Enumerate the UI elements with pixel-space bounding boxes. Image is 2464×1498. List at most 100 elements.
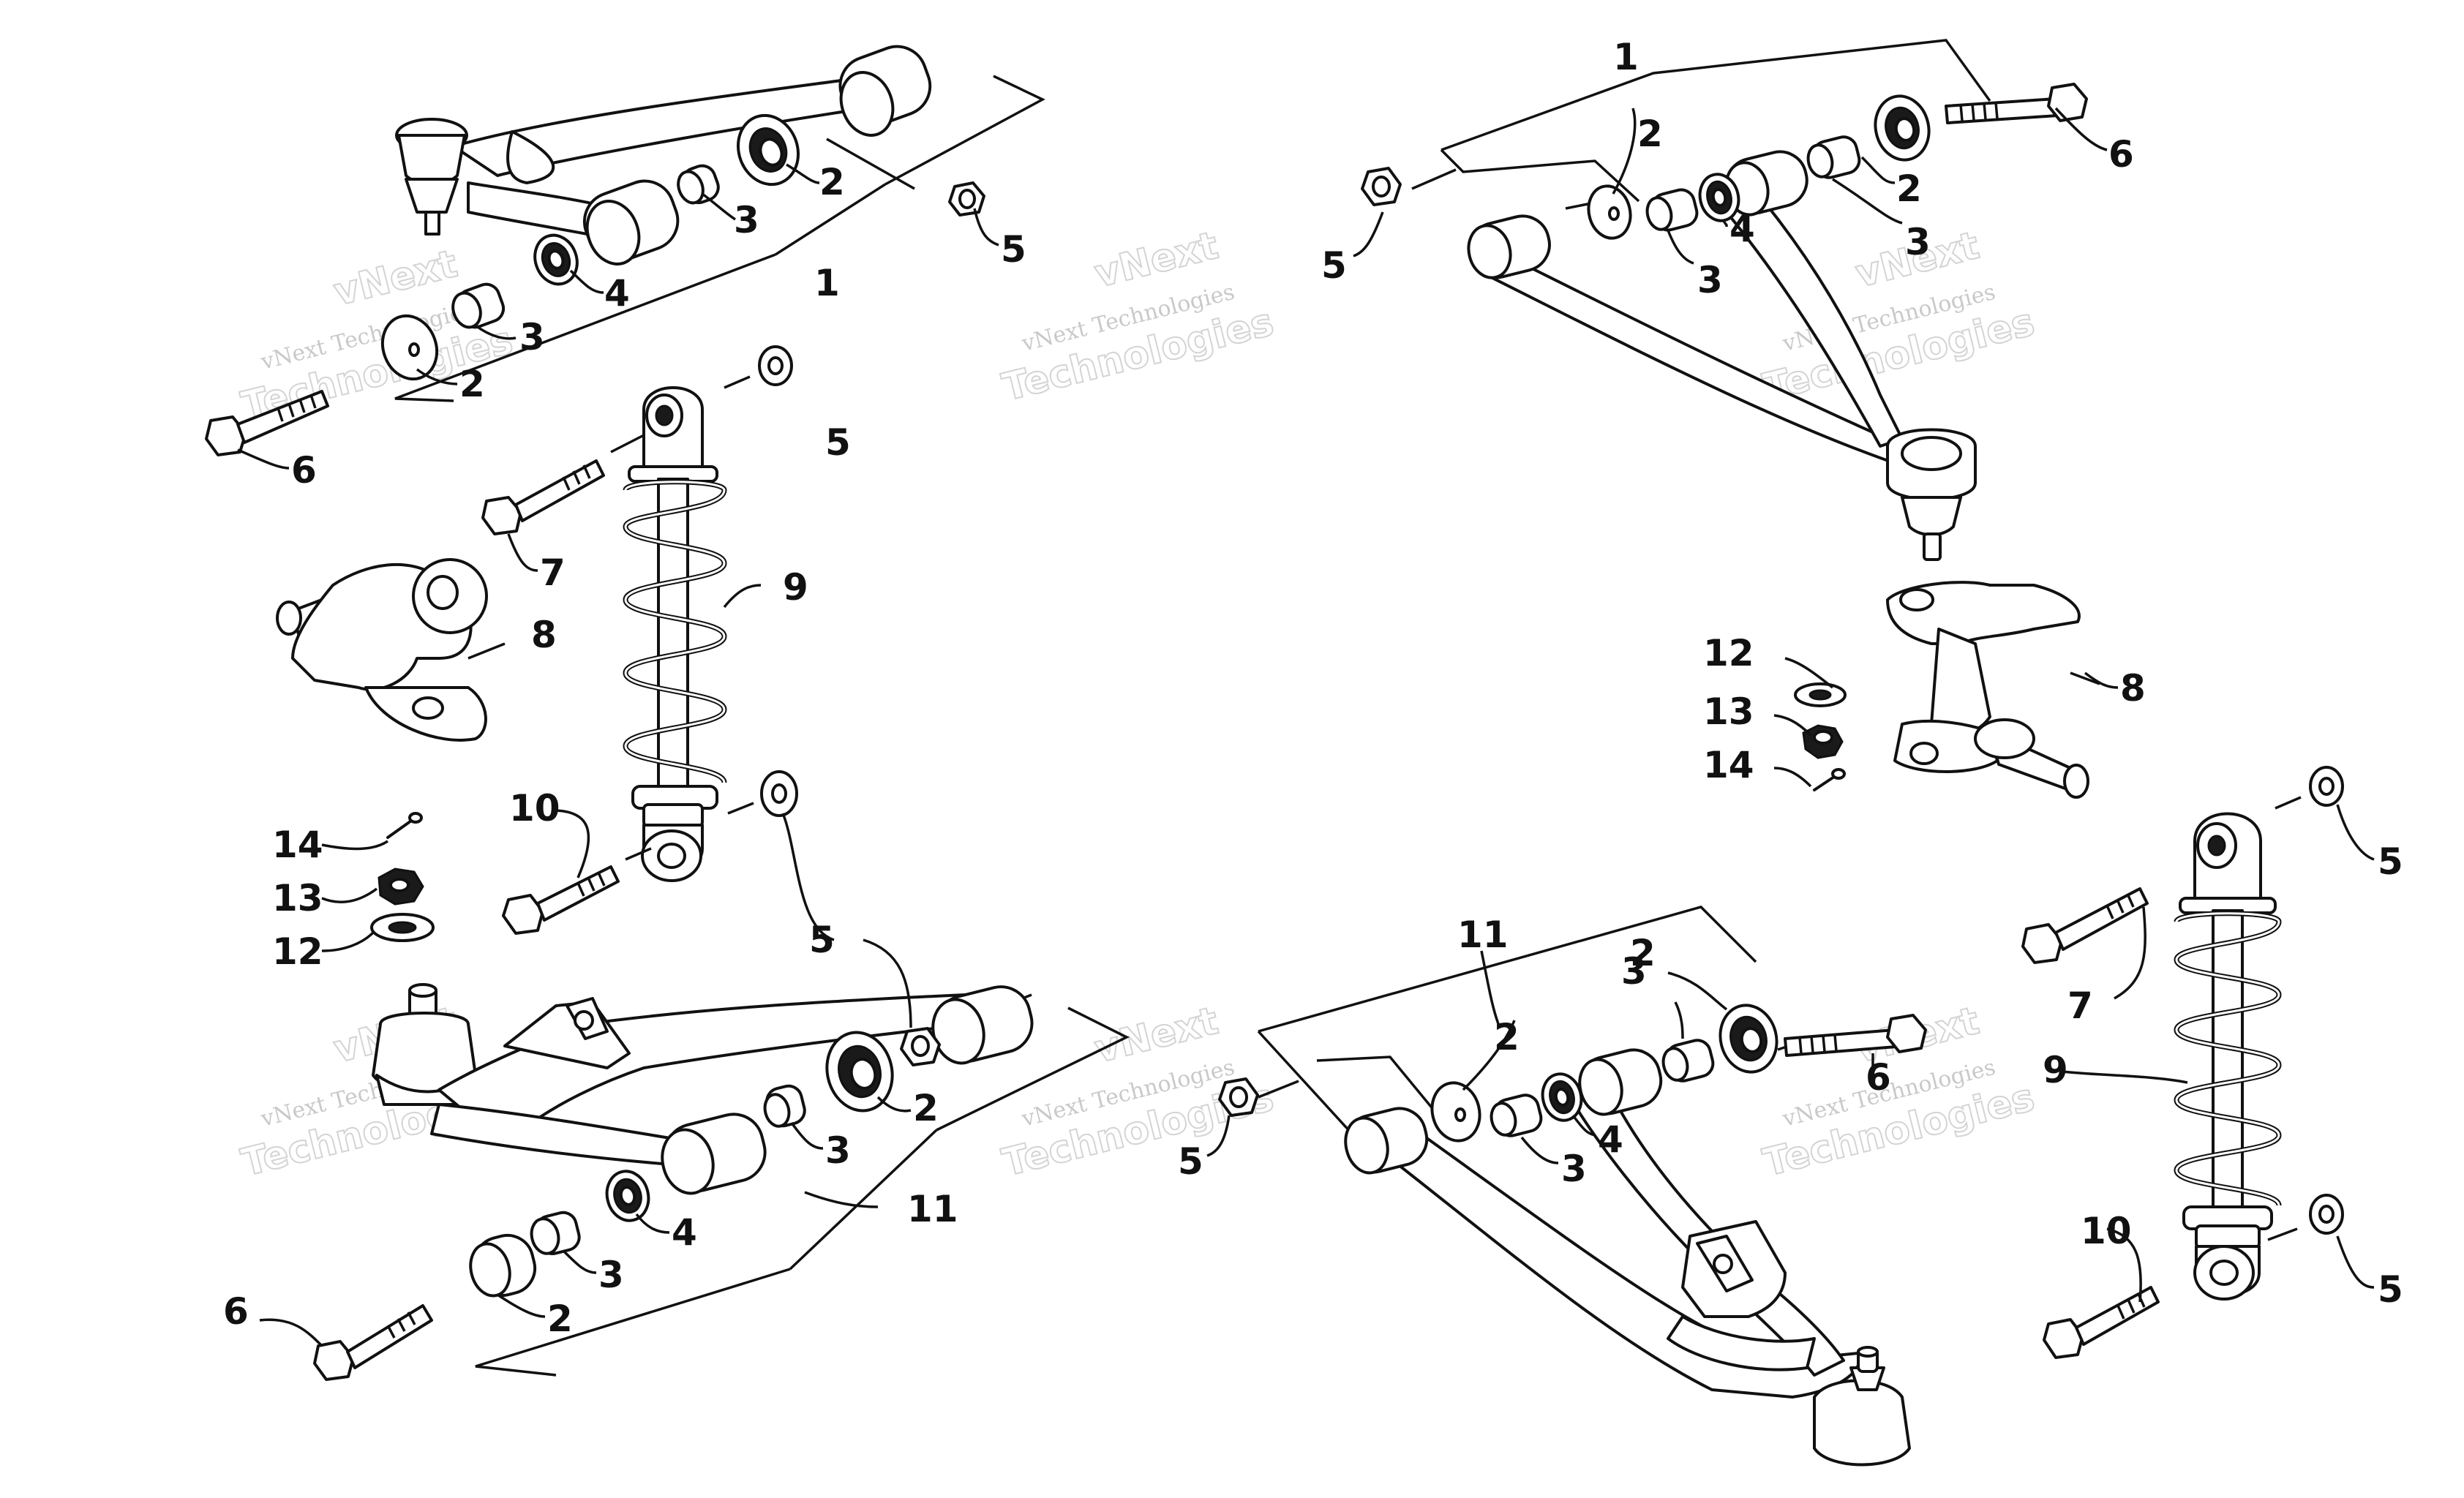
bolt-7-right	[2021, 887, 2149, 964]
callout-lower-left-2b: 2	[547, 1298, 573, 1340]
callout-upper-right-3a: 3	[1905, 221, 1931, 263]
callout-lower-right-2b: 2	[1630, 932, 1656, 974]
bolt-10	[502, 847, 652, 935]
upper-a-arm	[395, 45, 932, 266]
callout-shock-right-7: 7	[2067, 985, 2093, 1027]
callout-hardware-right-14: 14	[1703, 744, 1754, 786]
right-shock-absorber	[2021, 766, 2344, 1359]
bolt-7	[481, 434, 645, 535]
bracket-line	[1565, 202, 1592, 210]
bracket-line	[826, 138, 915, 190]
bracket-line	[1441, 39, 1991, 151]
callout-shock-left-5a: 5	[825, 421, 851, 464]
callout-lower-left-2a: 2	[913, 1087, 939, 1129]
bracket-line	[1411, 168, 1457, 190]
callout-lower-right-6: 6	[1866, 1056, 1891, 1099]
bracket-line	[775, 183, 886, 256]
bracket-line	[1258, 1080, 1299, 1099]
bracket-line	[789, 1129, 938, 1271]
castle-nut-13-right	[1802, 724, 1844, 759]
callout-shock-left-9: 9	[783, 566, 808, 609]
upper-left-a-arm-group	[205, 45, 1045, 456]
cotter-pin-14	[386, 812, 423, 839]
sleeve-3a	[677, 164, 720, 205]
callout-lower-left-3a: 3	[825, 1129, 851, 1172]
nut-lower-5	[900, 1027, 941, 1066]
sleeve-3a-ur	[1645, 188, 1699, 232]
bracket-line	[1440, 148, 1640, 203]
castle-nut-13	[378, 867, 424, 906]
washer-2a-lr	[1430, 1081, 1481, 1143]
bracket-line	[394, 253, 776, 402]
callout-upper-left-1: 1	[814, 262, 840, 304]
nut-5-ur	[1361, 167, 1402, 206]
callout-lower-left-11: 11	[907, 1188, 958, 1230]
callout-shock-right-10: 10	[2081, 1210, 2132, 1252]
callout-knuckle-left-8: 8	[531, 614, 557, 656]
left-shock-absorber	[481, 345, 798, 935]
callout-lower-right-5: 5	[1178, 1140, 1203, 1183]
callout-upper-right-2b: 2	[1896, 168, 1922, 210]
callout-lower-left-4: 4	[672, 1211, 697, 1254]
bolt-6-lr	[1784, 1014, 1927, 1057]
bushing-2a	[736, 113, 800, 187]
callout-lower-right-4: 4	[1598, 1118, 1623, 1161]
coil-spring-right	[2174, 911, 2282, 1207]
bearing-4-ur	[1698, 173, 1740, 222]
callout-upper-right-4: 4	[1729, 208, 1755, 250]
bracket-line	[884, 75, 1045, 186]
bracket-line	[1258, 906, 1757, 1033]
callout-upper-left-2a: 2	[819, 161, 845, 203]
sleeve-3b-lower	[530, 1211, 581, 1255]
callout-upper-right-6: 6	[2108, 133, 2134, 176]
callout-upper-left-4: 4	[604, 272, 630, 315]
washer-12	[370, 913, 435, 942]
right-hardware-pin-nut-washer	[1794, 682, 1847, 791]
bolt-10-right	[2043, 1286, 2160, 1359]
callout-upper-left-2b: 2	[459, 363, 485, 405]
callout-lower-right-2a: 2	[1494, 1016, 1520, 1058]
upper-right-a-arm-group	[1361, 39, 2088, 561]
bracket-line	[475, 1268, 791, 1377]
left-hardware-pin-nut-washer	[370, 812, 435, 942]
upper-right-a-arm	[1467, 150, 1977, 561]
washer-2b	[380, 314, 439, 381]
callout-hardware-right-13: 13	[1703, 690, 1754, 733]
callout-upper-left-6: 6	[291, 449, 317, 492]
callout-shock-left-10: 10	[509, 787, 560, 829]
bushing-2b-lr	[1719, 1004, 1778, 1074]
sleeve-3a-lr	[1490, 1094, 1543, 1137]
callout-upper-left-5: 5	[1001, 228, 1026, 271]
sleeve-3b-lr	[1661, 1039, 1715, 1083]
bracket-line	[1316, 1055, 1443, 1121]
callout-hardware-left-12: 12	[272, 930, 323, 973]
callout-labels: 1 2 3 5 4 3 2 6 5 7 9 8 10 5 14 13 12 2 …	[223, 36, 2403, 1340]
bracket-line	[936, 1006, 1130, 1132]
bearing-4	[533, 233, 579, 286]
callout-upper-right-3b: 3	[1697, 259, 1723, 301]
callout-shock-left-7: 7	[540, 552, 566, 594]
left-steering-knuckle	[276, 558, 506, 742]
callout-lower-right-3b: 3	[1561, 1148, 1587, 1190]
callout-shock-right-9: 9	[2043, 1049, 2068, 1091]
bolt-6-lower	[313, 1304, 433, 1381]
bushing-2a-lower	[825, 1031, 894, 1113]
callout-upper-left-3a: 3	[734, 199, 759, 241]
callout-knuckle-right-8: 8	[2120, 667, 2146, 710]
callout-lower-right-3a: 3	[1621, 950, 1647, 993]
callout-shock-right-5a: 5	[2378, 840, 2403, 883]
nut-5-lr	[1218, 1077, 1259, 1117]
callout-upper-right-1: 1	[1613, 36, 1639, 78]
bushing-2a-ur	[1587, 184, 1632, 240]
callout-lower-right-11: 11	[1457, 914, 1509, 956]
callout-lower-left-6: 6	[223, 1290, 249, 1333]
callout-lower-left-3b: 3	[598, 1254, 624, 1296]
coil-spring	[623, 479, 727, 784]
bushing-2b-ur	[1874, 94, 1931, 162]
nut-5	[948, 181, 985, 217]
lower-right-a-arm-group	[1218, 906, 1927, 1467]
bearing-4-lr	[1541, 1072, 1583, 1122]
washer-2b-lower	[469, 1233, 537, 1298]
bearing-4-lower	[605, 1170, 650, 1222]
